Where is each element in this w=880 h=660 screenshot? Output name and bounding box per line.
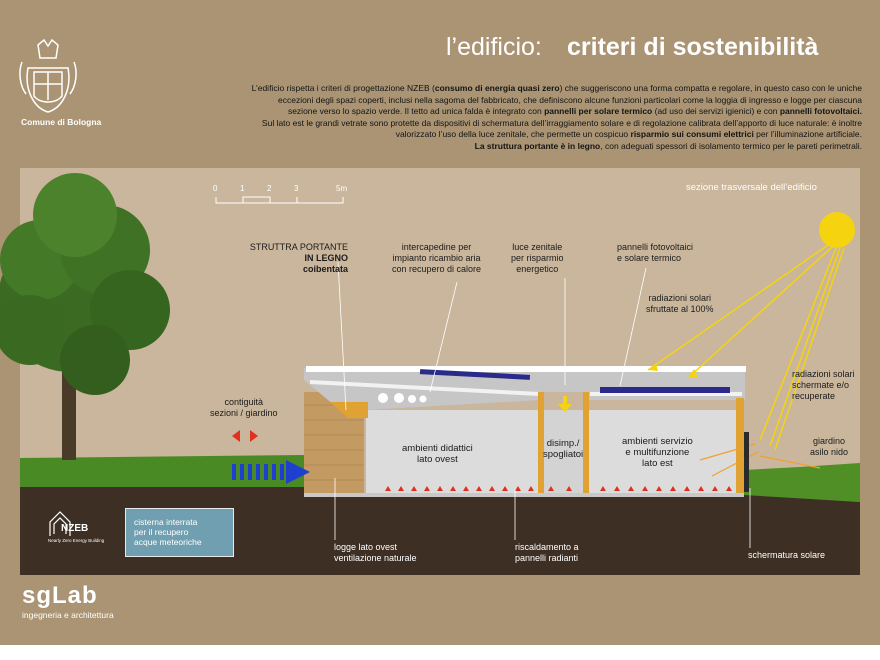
- tree: [0, 173, 170, 460]
- brand-tagline: ingegneria e architettura: [22, 610, 114, 620]
- arrow-left: [232, 430, 240, 442]
- cistern-box: cisterna interrata per il recupero acque…: [125, 508, 234, 557]
- corridor-room: [540, 410, 585, 495]
- cistern-line: per il recupero: [134, 527, 189, 537]
- section-diagram: [0, 38, 860, 575]
- ventilation-arrow: [232, 460, 310, 484]
- shading-device: [744, 432, 749, 492]
- solar-panel-east: [600, 387, 730, 393]
- skylight-arrow: [558, 396, 572, 412]
- nzeb-subtitle: Nearly Zero Energy Building: [48, 538, 105, 543]
- structure-label: STRUTTRA PORTANTE IN LEGNO coibentata: [249, 242, 348, 274]
- shading-label: schermatura solare: [748, 550, 826, 560]
- sun-rays: [647, 244, 845, 451]
- cistern-line: acque meteoriche: [134, 537, 202, 547]
- structure-beam: [330, 402, 368, 418]
- poster: l’edificio: criteri di sostenibilità Com…: [0, 0, 880, 645]
- scale-tick: 1: [240, 184, 245, 193]
- comune-emblem: [19, 38, 77, 113]
- intro-text: L’edificio rispetta i criteri di progett…: [142, 83, 862, 153]
- nzeb-name: NZEB: [61, 523, 89, 534]
- intro-line: sezione verso lo spazio verde. Il tetto …: [287, 106, 862, 117]
- radiant-heating: [385, 486, 732, 491]
- intro-line: eccezioni degli spazi coperti, inclusi n…: [277, 94, 862, 105]
- scale-tick: 2: [267, 184, 272, 193]
- nzeb-logo: [49, 511, 71, 536]
- intro-line: La struttura portante è in legno, con ad…: [474, 140, 862, 151]
- intro-line: valorizzato l’uso della luce zenitale, c…: [395, 129, 862, 140]
- west-room: [366, 410, 538, 495]
- intro-line: L’edificio rispetta i criteri di progett…: [251, 83, 862, 93]
- scale-tick: 5m: [336, 184, 348, 193]
- east-room: [587, 410, 737, 495]
- floor: [304, 493, 744, 497]
- comune-label: Comune di Bologna: [21, 117, 102, 127]
- corridor-label: disimp./spogliatoi: [543, 438, 584, 460]
- grass-right: [744, 463, 860, 502]
- brand-logo: sgLab: [22, 582, 98, 609]
- intro-line: Sul lato est le grandi vetrate sono prot…: [261, 117, 862, 128]
- arrow-right: [250, 430, 258, 442]
- page-title-light: l’edificio:: [446, 33, 542, 61]
- cistern-line: cisterna interrata: [134, 517, 198, 527]
- scale-tick: 0: [213, 184, 218, 193]
- scale-tick: 3: [294, 184, 299, 193]
- page-title-bold: criteri di sostenibilità: [567, 33, 819, 61]
- scale-bar: [215, 196, 344, 204]
- sun: [819, 212, 855, 248]
- solar-panel-west: [419, 369, 531, 380]
- section-label: sezione trasversale dell’edificio: [686, 182, 817, 193]
